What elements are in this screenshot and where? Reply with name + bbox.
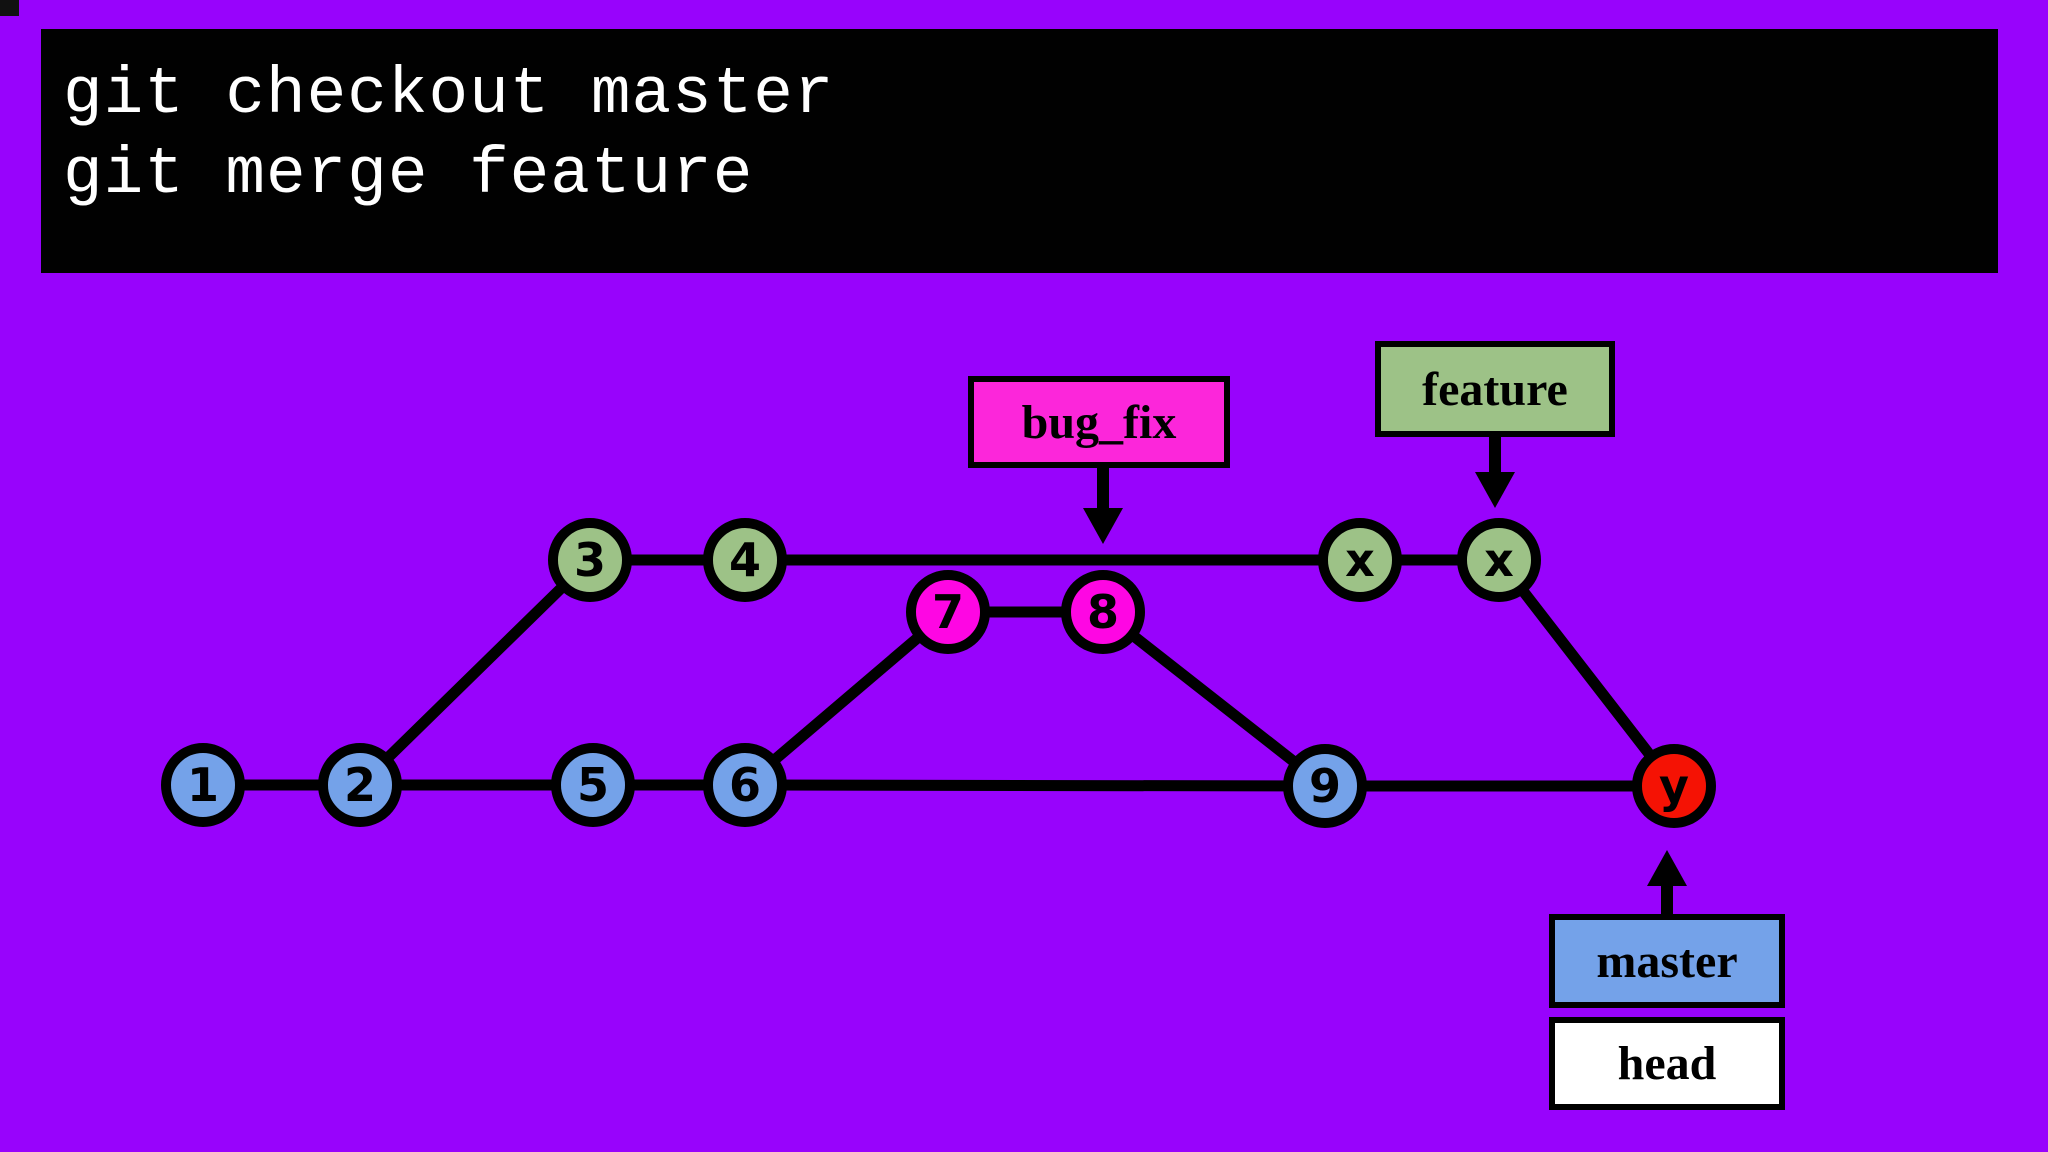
commit-node-label: x <box>1484 533 1514 587</box>
commit-node-label: 3 <box>573 533 606 587</box>
commit-node-4: 4 <box>703 518 787 602</box>
commit-node-8: 8 <box>1061 570 1145 654</box>
commit-node-6: 6 <box>703 743 787 827</box>
commit-node-9: 9 <box>1283 744 1367 828</box>
branch-label-text: bug_fix <box>1021 395 1177 449</box>
commit-node-5: 5 <box>551 743 635 827</box>
master-arrow-head <box>1647 850 1687 886</box>
commit-node-label: 1 <box>186 758 219 812</box>
branch-label-bug_fix: bug_fix <box>968 376 1230 468</box>
commit-node-label: 8 <box>1086 585 1119 639</box>
commit-node-label: y <box>1659 759 1689 813</box>
commit-node-label: x <box>1345 533 1375 587</box>
commit-node-label: 5 <box>576 758 609 812</box>
branch-label-text: master <box>1596 934 1738 988</box>
edge-2-3 <box>356 556 594 789</box>
branch-label-text: head <box>1617 1037 1717 1090</box>
corner-artifact <box>0 0 19 16</box>
terminal-command-1: git checkout master <box>63 57 835 132</box>
edge-x2-y <box>1494 556 1679 790</box>
terminal-panel: git checkout master git merge feature <box>41 29 1998 273</box>
branch-label-text: feature <box>1422 362 1568 416</box>
commit-node-2: 2 <box>318 743 402 827</box>
commit-node-7: 7 <box>906 570 990 654</box>
commit-node-x2: x <box>1457 518 1541 602</box>
edge-6-9 <box>744 779 1326 792</box>
bug_fix-arrow-head <box>1083 508 1123 544</box>
commit-node-label: 9 <box>1308 759 1341 813</box>
edge-6-7 <box>741 607 952 790</box>
commit-node-1: 1 <box>161 743 245 827</box>
commit-node-x1: x <box>1318 518 1402 602</box>
commit-node-label: 6 <box>728 758 761 812</box>
edge-8-9 <box>1099 607 1329 791</box>
branch-label-feature: feature <box>1375 341 1615 437</box>
commit-node-label: 7 <box>931 585 964 639</box>
feature-arrow-head <box>1475 472 1515 508</box>
commit-node-3: 3 <box>548 518 632 602</box>
terminal-command-2: git merge feature <box>63 137 754 212</box>
branch-label-head: head <box>1549 1017 1785 1110</box>
commit-node-label: 2 <box>343 758 376 812</box>
commit-node-y: y <box>1632 744 1716 828</box>
commit-node-label: 4 <box>728 533 761 587</box>
branch-label-master: master <box>1549 914 1785 1008</box>
